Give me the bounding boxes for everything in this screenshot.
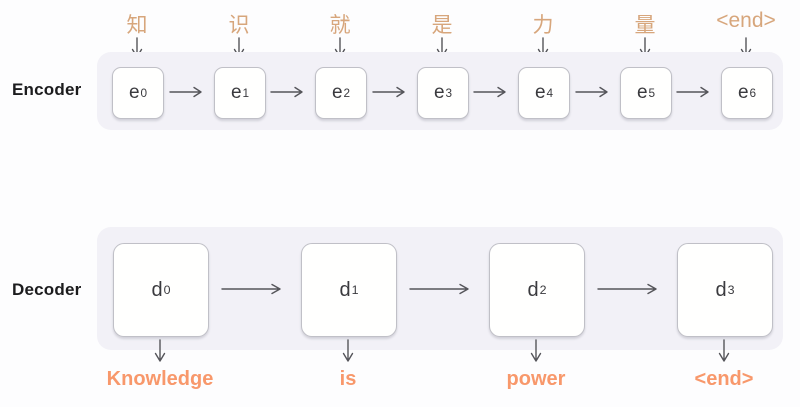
arrow-right-icon	[597, 282, 663, 296]
arrow-right-icon	[270, 85, 308, 99]
arrow-right-icon	[169, 85, 207, 99]
cell-subscript: 2	[343, 86, 351, 100]
cell-label: e	[331, 82, 343, 103]
encoder-input-token: <end>	[716, 9, 776, 32]
cell-label: d	[527, 278, 539, 301]
cell-label: e	[128, 82, 140, 103]
cell-label: d	[715, 278, 727, 301]
arrow-right-icon	[221, 282, 287, 296]
decoder-label: Decoder	[12, 280, 82, 299]
cell-label: d	[151, 278, 163, 301]
encoder-input-token: 就	[329, 14, 351, 37]
arrow-down-icon	[529, 339, 543, 367]
encoder-input-token: 识	[228, 14, 250, 37]
cell-subscript: 1	[351, 283, 359, 297]
cell-label: d	[339, 278, 351, 301]
encoder-input-token: 量	[634, 14, 656, 37]
encoder-label: Encoder	[12, 80, 82, 99]
decoder-output-token: <end>	[694, 368, 754, 390]
decoder-output-token: is	[339, 368, 357, 390]
cell-subscript: 1	[242, 86, 250, 100]
encoder-input-token: 知	[126, 14, 148, 37]
cell-subscript: 4	[546, 86, 554, 100]
cell-label: e	[534, 82, 546, 103]
arrow-right-icon	[372, 85, 410, 99]
cell-subscript: 2	[539, 283, 547, 297]
arrow-right-icon	[473, 85, 511, 99]
decoder-output-token: power	[506, 368, 566, 390]
cell-subscript: 0	[140, 86, 148, 100]
decoder-output-token: Knowledge	[106, 368, 214, 390]
arrow-down-icon	[717, 339, 731, 367]
cell-label: e	[737, 82, 749, 103]
arrow-down-icon	[341, 339, 355, 367]
arrow-down-icon	[153, 339, 167, 367]
arrow-right-icon	[676, 85, 714, 99]
cell-label: e	[433, 82, 445, 103]
cell-label: e	[230, 82, 242, 103]
cell-subscript: 5	[648, 86, 656, 100]
cell-subscript: 0	[163, 283, 171, 297]
encoder-input-token: 力	[532, 14, 554, 37]
cell-label: e	[636, 82, 648, 103]
cell-subscript: 3	[445, 86, 453, 100]
cell-subscript: 6	[749, 86, 757, 100]
encoder-input-token: 是	[431, 14, 453, 37]
arrow-right-icon	[575, 85, 613, 99]
cell-subscript: 3	[727, 283, 735, 297]
arrow-right-icon	[409, 282, 475, 296]
